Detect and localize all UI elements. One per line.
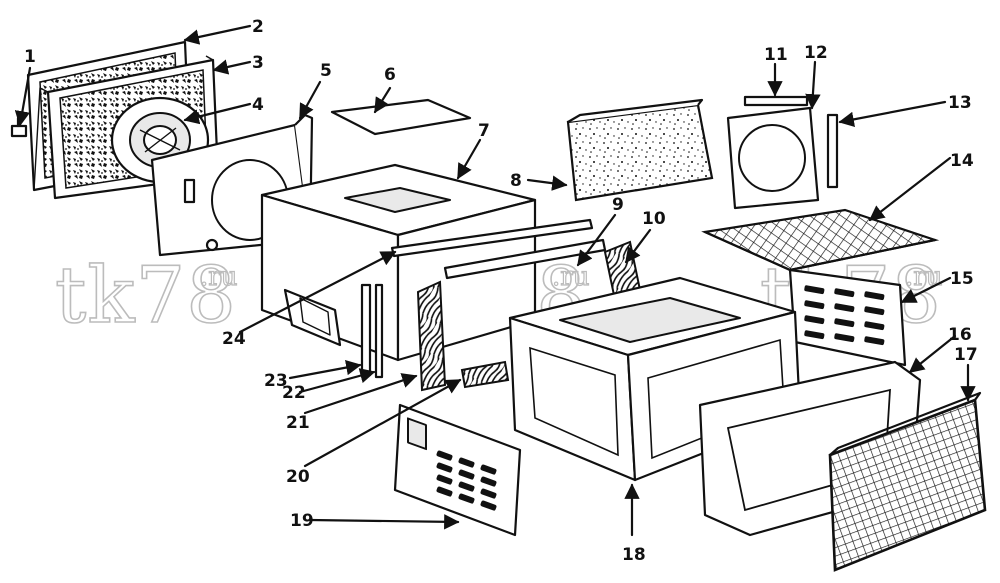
watermark-suffix-right: .ru — [905, 262, 942, 292]
louver-slot — [804, 300, 825, 310]
callout-12: 12 — [804, 43, 828, 63]
louver-slot — [864, 321, 885, 331]
louver-slot — [804, 315, 825, 325]
part-19-front-panel — [393, 403, 522, 537]
louver-slot — [864, 306, 885, 316]
part-21-wood-post — [416, 280, 447, 392]
callout-6: 6 — [384, 65, 396, 85]
callout-5: 5 — [320, 61, 332, 81]
callout-17: 17 — [954, 345, 978, 365]
callout-labels: 1 2 3 4 5 6 7 8 9 10 11 12 13 14 15 16 1… — [24, 17, 978, 565]
callout-7: 7 — [478, 121, 490, 141]
leader-lines — [14, 24, 976, 537]
callout-20: 20 — [286, 467, 310, 487]
part-6-cover-plate — [330, 98, 472, 136]
callout-13: 13 — [948, 93, 972, 113]
louver-slot — [436, 450, 453, 461]
louver-slot — [458, 469, 475, 480]
callout-11: 11 — [764, 45, 788, 65]
callout-18: 18 — [622, 545, 646, 565]
louver-slot — [480, 488, 497, 499]
callout-22: 22 — [282, 383, 306, 403]
callout-19: 19 — [290, 511, 314, 531]
louver-slot — [834, 333, 855, 343]
louver-slot — [864, 336, 885, 346]
part-23-strip — [360, 283, 372, 377]
callout-23: 23 — [264, 371, 288, 391]
louver-slot — [480, 476, 497, 487]
louver-slot — [804, 285, 825, 295]
part-15-louver-panel — [788, 268, 907, 367]
part-20-wood-block — [460, 360, 510, 389]
watermark-text-left: tk78 — [55, 251, 237, 341]
louver-slot — [436, 474, 453, 485]
louver-slot — [458, 493, 475, 504]
louver-slot — [834, 318, 855, 328]
callout-4: 4 — [252, 95, 264, 115]
louver-slot — [864, 291, 885, 301]
watermark-suffix-left: .ru — [200, 262, 237, 292]
part-13-strip — [826, 113, 839, 189]
callout-1: 1 — [24, 47, 36, 67]
louver-slot — [458, 457, 475, 468]
part-11-strip — [743, 95, 809, 107]
part-22-strip — [374, 283, 384, 379]
louver-slot — [436, 486, 453, 497]
callout-3: 3 — [252, 53, 264, 73]
part-8-foam-block — [566, 98, 714, 202]
callout-14: 14 — [950, 151, 974, 171]
louver-slot — [804, 330, 825, 340]
callout-9: 9 — [612, 195, 624, 215]
louver-slot — [480, 464, 497, 475]
louver-slot — [834, 303, 855, 313]
part-1-handle — [10, 124, 28, 138]
watermark-suffix-center: .ru — [552, 262, 589, 292]
louver-slot — [458, 481, 475, 492]
callout-8: 8 — [510, 171, 522, 191]
callout-21: 21 — [286, 413, 310, 433]
part-12-panel — [726, 106, 820, 210]
louver-slot — [480, 500, 497, 511]
louver-slot — [834, 288, 855, 298]
callout-24: 24 — [222, 329, 246, 349]
part-17-mesh-grille — [828, 391, 987, 572]
callout-2: 2 — [252, 17, 264, 37]
part-9-rail — [443, 238, 607, 280]
part-18-main-frame — [508, 276, 802, 482]
louver-slot — [436, 462, 453, 473]
callout-15: 15 — [950, 269, 974, 289]
callout-10: 10 — [642, 209, 666, 229]
callout-16: 16 — [948, 325, 972, 345]
